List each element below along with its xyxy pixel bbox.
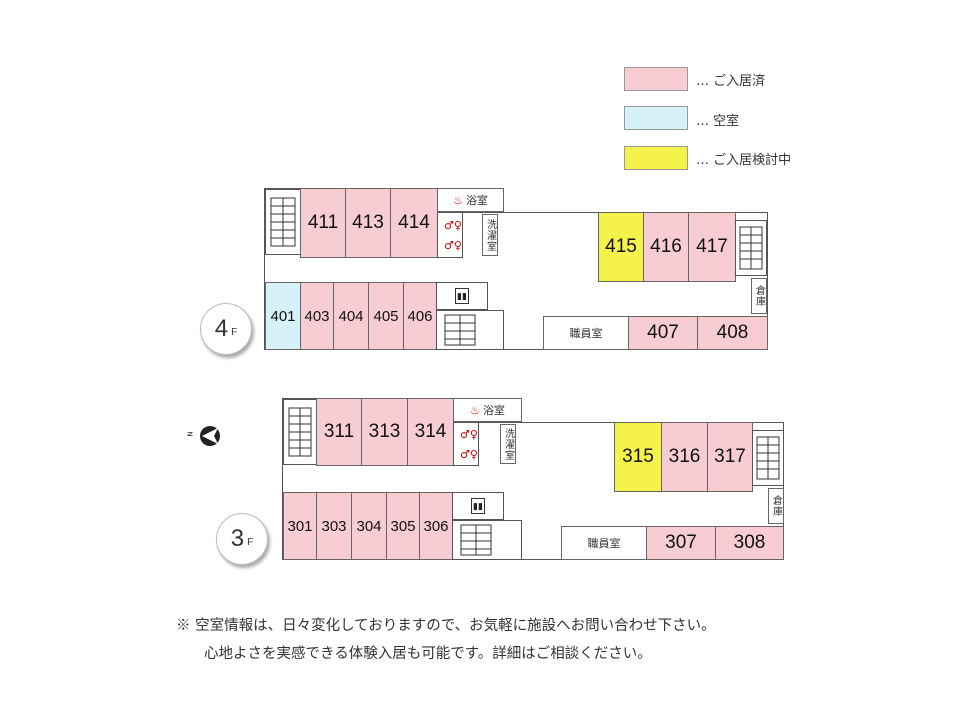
room-417[interactable]: 417 [688, 212, 736, 282]
legend-swatch-pending [624, 146, 688, 170]
floor4-storage: 倉庫 [751, 278, 767, 314]
room-316[interactable]: 316 [661, 422, 708, 492]
legend-swatch-vacant [624, 106, 688, 130]
legend-label-pending: … ご入居検討中 [696, 153, 792, 168]
room-405[interactable]: 405 [368, 282, 404, 350]
legend-swatch-occupied [624, 67, 688, 91]
floor3-stairs-center [452, 520, 522, 560]
floor4-stairs-right [735, 220, 767, 276]
floor-3-number: 3 [230, 525, 245, 552]
restroom-icon: ♂♀ [444, 219, 462, 232]
room-404[interactable]: 404 [333, 282, 369, 350]
floor3-storage: 倉庫 [768, 488, 784, 524]
room-315[interactable]: 315 [614, 422, 662, 492]
legend-label-vacant: … 空室 [696, 114, 740, 129]
floor4-stairs-left [265, 189, 301, 255]
floor3-stairs-left [283, 399, 317, 465]
floor4-stairs-center [436, 310, 504, 350]
floor4-toilets: ♂♀ ♂♀ [437, 212, 463, 258]
room-413[interactable]: 413 [345, 188, 391, 258]
room-311[interactable]: 311 [316, 398, 362, 466]
floor3-elevator: ▮▮ [452, 492, 504, 520]
room-416[interactable]: 416 [643, 212, 689, 282]
floor-4-f: F [231, 326, 238, 338]
note-line-1: ※ 空室情報は、日々変化しておりますので、お気軽に施設へお問い合わせ下さい。 [176, 618, 716, 634]
room-303[interactable]: 303 [316, 492, 352, 560]
room-307[interactable]: 307 [646, 526, 716, 560]
room-401[interactable]: 401 [265, 282, 301, 350]
room-317[interactable]: 317 [707, 422, 753, 492]
room-408[interactable]: 408 [697, 316, 768, 350]
floor-3-f: F [247, 536, 254, 548]
room-406[interactable]: 406 [403, 282, 437, 350]
room-306[interactable]: 306 [419, 492, 453, 560]
room-305[interactable]: 305 [386, 492, 420, 560]
restroom-icon: ♂♀ [460, 448, 478, 461]
compass-arrow-icon [200, 426, 220, 446]
floor3-stairs-right [752, 430, 784, 486]
room-415[interactable]: 415 [598, 212, 644, 282]
room-407[interactable]: 407 [628, 316, 698, 350]
floor4-staff-room: 職員室 [543, 316, 629, 350]
legend-label-occupied: … ご入居済 [696, 74, 766, 89]
floor3-bath-label: 浴室 [482, 404, 505, 417]
floor3-staff-room: 職員室 [561, 526, 647, 560]
compass-north-label: N [186, 431, 195, 437]
note-line-2: 心地よさを実感できる体験入居も可能です。詳細はご相談ください。 [204, 646, 652, 662]
room-411[interactable]: 411 [300, 188, 346, 258]
room-301[interactable]: 301 [283, 492, 317, 560]
floor-4-number: 4 [214, 315, 229, 342]
floor-4-badge: 4 F [200, 303, 252, 355]
restroom-icon: ♂♀ [444, 239, 462, 252]
floor4-bath-label: 浴室 [465, 194, 488, 207]
floor3-bath: ♨ 浴室 [453, 398, 522, 422]
room-414[interactable]: 414 [390, 188, 438, 258]
elevator-icon: ▮▮ [471, 498, 485, 514]
floor4-bath: ♨ 浴室 [437, 188, 504, 212]
room-403[interactable]: 403 [300, 282, 334, 350]
floor4-elevator: ▮▮ [436, 282, 488, 310]
floor4-laundry: 洗濯室 [482, 214, 498, 256]
floor3-toilets: ♂♀ ♂♀ [453, 422, 479, 466]
compass: N [186, 424, 228, 448]
room-314[interactable]: 314 [407, 398, 454, 466]
hot-spring-icon: ♨ [453, 193, 463, 207]
floor3-laundry: 洗濯室 [500, 424, 516, 464]
elevator-icon: ▮▮ [455, 288, 469, 304]
room-308[interactable]: 308 [715, 526, 784, 560]
floor-3-badge: 3 F [216, 513, 268, 565]
room-304[interactable]: 304 [351, 492, 387, 560]
restroom-icon: ♂♀ [460, 428, 478, 441]
room-313[interactable]: 313 [361, 398, 408, 466]
hot-spring-icon: ♨ [470, 403, 480, 417]
